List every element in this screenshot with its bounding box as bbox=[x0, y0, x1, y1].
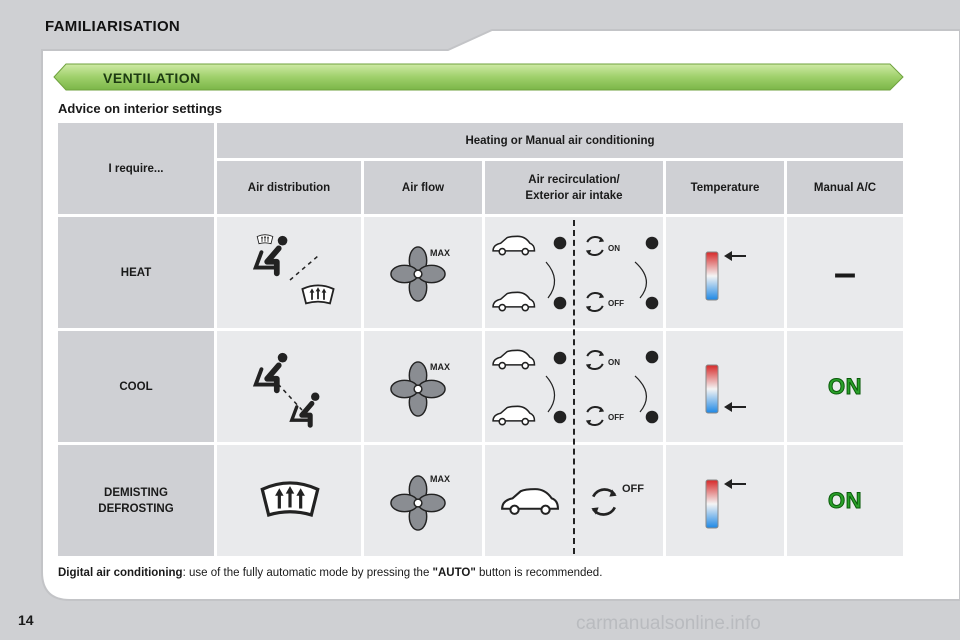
row-label: HEAT bbox=[120, 266, 152, 279]
recirc-off-label: OFF bbox=[622, 483, 644, 495]
page-number: 14 bbox=[18, 612, 34, 628]
thermometer-hot-icon bbox=[705, 251, 746, 301]
col-label: Temperature bbox=[690, 181, 760, 194]
ac-cell-cool: ON bbox=[787, 331, 903, 442]
col-header-temperature: Temperature bbox=[666, 161, 784, 214]
corner-label: I require... bbox=[108, 162, 164, 175]
col-header-manual-ac: Manual A/C bbox=[787, 161, 903, 214]
col-header-air-distribution: Air distribution bbox=[217, 161, 361, 214]
col-header-air-flow: Air flow bbox=[364, 161, 482, 214]
ac-on-label: ON bbox=[828, 487, 863, 513]
row-label: COOL bbox=[119, 380, 153, 393]
row-label: DEMISTING DEFROSTING bbox=[98, 486, 174, 515]
col-label: Air recirculation/ Exterior air intake bbox=[525, 173, 623, 202]
col-label: Manual A/C bbox=[813, 181, 877, 194]
recirculation-sequence-icon bbox=[492, 235, 659, 313]
corner-header: I require... bbox=[58, 123, 214, 214]
ac-on-label: ON bbox=[828, 373, 863, 399]
footer-note: Digital air conditioning: use of the ful… bbox=[58, 567, 602, 579]
footwell-airflow-icon bbox=[256, 235, 335, 305]
ac-cell-heat: – bbox=[787, 217, 903, 328]
col-label: Air flow bbox=[401, 181, 445, 194]
recirculation-off-icon bbox=[590, 488, 618, 516]
thermometer-hot-icon bbox=[705, 479, 746, 529]
watermark: carmanualsonline.info bbox=[576, 613, 761, 634]
col-label: Air distribution bbox=[247, 181, 331, 194]
cell bbox=[217, 331, 361, 442]
advice-title: Advice on interior settings bbox=[58, 101, 222, 116]
footer-bold: Digital air conditioning bbox=[58, 567, 183, 579]
max-label: MAX bbox=[430, 474, 450, 484]
face-airflow-icon bbox=[256, 353, 320, 425]
recirc-on-label: ON bbox=[608, 244, 620, 253]
windscreen-defrost-icon bbox=[260, 481, 320, 517]
thermometer-cold-icon bbox=[705, 364, 746, 414]
fan-max-icon bbox=[390, 475, 446, 531]
row-label-cool: COOL bbox=[58, 331, 214, 442]
auto-button-label: "AUTO" bbox=[432, 567, 476, 579]
recirculation-divider bbox=[573, 220, 575, 554]
recirc-off-label: OFF bbox=[608, 413, 624, 422]
cell bbox=[666, 331, 784, 442]
recirc-on-label: ON bbox=[608, 358, 620, 367]
max-label: MAX bbox=[430, 248, 450, 258]
exterior-air-car-icon bbox=[501, 488, 559, 515]
recirculation-sequence-icon bbox=[492, 349, 659, 427]
page-title: FAMILIARISATION bbox=[45, 18, 181, 35]
recirc-off-label: OFF bbox=[608, 299, 624, 308]
ac-dash: – bbox=[833, 250, 857, 295]
footer-text: button is recommended. bbox=[475, 567, 603, 579]
cell bbox=[217, 217, 361, 328]
footer-text: : use of the fully automatic mode by pre… bbox=[182, 567, 433, 579]
cell bbox=[666, 445, 784, 556]
row-label-demisting: DEMISTING DEFROSTING bbox=[58, 445, 214, 556]
group-header: Heating or Manual air conditioning bbox=[217, 123, 903, 158]
col-header-recirculation: Air recirculation/ Exterior air intake bbox=[485, 161, 663, 214]
ac-cell-demisting: ON bbox=[787, 445, 903, 556]
section-banner-title: VENTILATION bbox=[103, 70, 201, 86]
cell bbox=[666, 217, 784, 328]
max-label: MAX bbox=[430, 362, 450, 372]
row-label-heat: HEAT bbox=[58, 217, 214, 328]
group-header-label: Heating or Manual air conditioning bbox=[465, 134, 655, 147]
